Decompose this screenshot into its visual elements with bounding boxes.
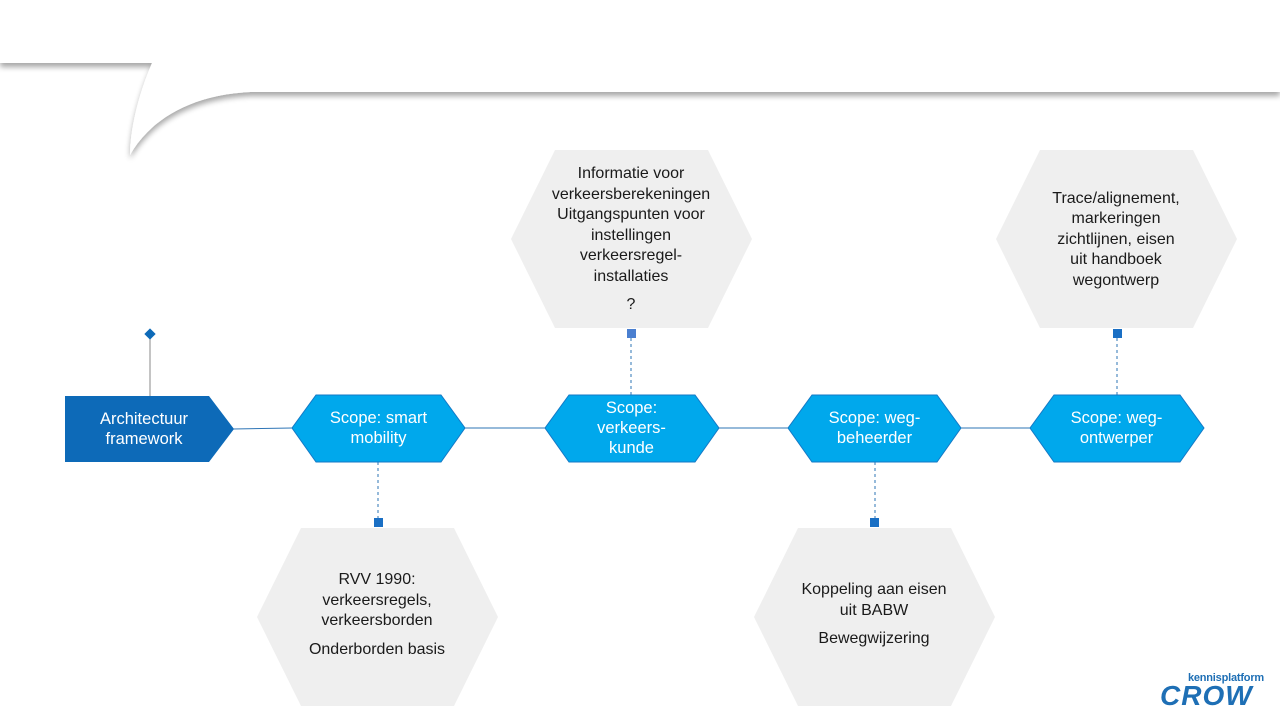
box-line: RVV 1990: [338,571,416,588]
scope-label: Scope: smart mobility [329,409,428,447]
box-line: wegontwerp [1072,271,1160,289]
info-box-smart-mobility: RVV 1990: verkeersregels, verkeersborden… [277,560,477,670]
box-line: verkeersregels, [322,591,432,609]
info-box-wegbeheerder: Koppeling aan eisen uit BABW Bewegwijzer… [774,570,974,660]
box-line: Informatie voor [577,165,685,183]
box-line: uit handboek [1070,251,1162,269]
timeline-connectors [232,427,1030,430]
scope-node-smart-mobility: Scope: smart mobility [305,396,452,460]
scope-label: Scope: weg-beheerder [828,409,921,447]
scope-node-wegontwerper-shape [1029,394,1205,463]
box-connectors [377,338,1118,518]
connector-markers [374,329,1122,527]
box-line: verkeersborden [321,612,433,629]
box-extra: Onderborden basis [308,640,446,658]
scope-node-smart-mobility-shape [291,394,466,463]
box-line: installaties [593,267,669,285]
box-line: markeringen [1071,210,1161,228]
box-line: Koppeling aan eisen [801,581,947,599]
info-box-wegontwerper: Trace/alignement, markeringen zichtlijne… [1016,160,1216,320]
info-box-wegontwerper-shape [996,150,1237,328]
info-box-wegbeheerder-shape [754,528,995,706]
root-node: Architectuur framework [68,398,220,460]
scope-label: Scope: verkeers-kunde [597,399,666,457]
scope-label: Scope: weg-ontwerper [1070,409,1163,447]
box-line: Uitgangspunten voor [557,206,705,224]
box-line: verkeersberekeningen [551,185,711,203]
logo-subtitle: kennisplatform [1187,672,1264,684]
box-line: Trace/alignement, [1052,189,1180,207]
box-line: zichtlijnen, eisen [1057,230,1175,248]
info-box-verkeerskunde-shape [511,150,752,328]
scope-node-wegbeheerder: Scope: weg-beheerder [801,396,948,460]
box-extra: Bewegwijzering [818,630,930,648]
box-line: instellingen [590,226,672,244]
logo-title: CROW [1160,680,1253,711]
scope-node-verkeerskunde: Scope: verkeers-kunde [558,396,705,460]
scope-node-wegontwerper: Scope: weg-ontwerper [1043,396,1190,460]
scope-node-verkeerskunde-shape [544,394,720,463]
crow-logo: kennisplatform CROW [1158,672,1268,712]
box-line: uit BABW [839,601,909,619]
info-box-smart-mobility-shape [257,528,498,706]
info-box-verkeerskunde: Informatie voor verkeersberekeningen Uit… [531,160,731,320]
box-extra: ? [626,296,636,314]
scope-node-wegbeheerder-shape [787,394,962,463]
root-node-label: Architectuur framework [99,410,189,448]
box-line: verkeersregel- [579,247,683,265]
root-marker [144,328,156,340]
root-node-shape [65,396,234,462]
header-callout-shape [0,0,1280,155]
